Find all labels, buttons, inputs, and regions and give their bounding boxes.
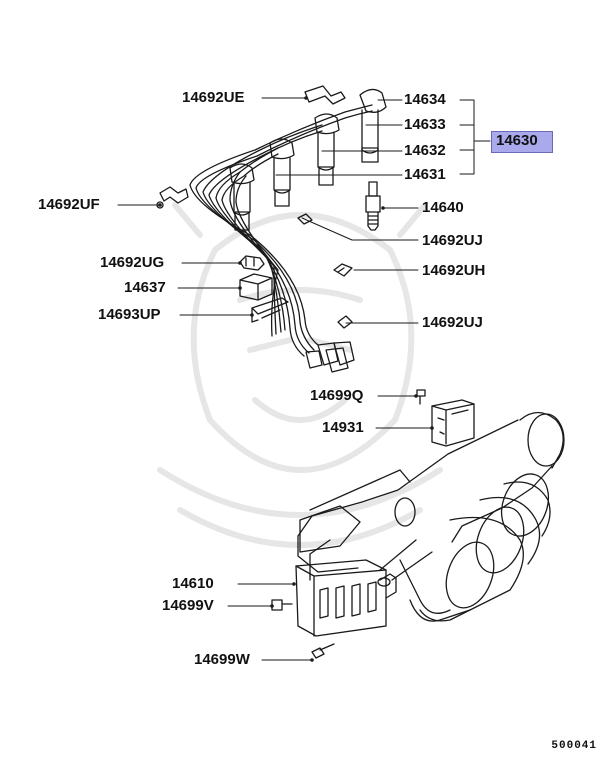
- clamp-14692ue: [304, 85, 346, 105]
- label-14931[interactable]: 14931: [322, 419, 364, 436]
- label-14699v[interactable]: 14699V: [162, 597, 214, 614]
- label-14634[interactable]: 14634: [404, 91, 446, 108]
- block-14637: [239, 273, 273, 301]
- holder-14692ug: [239, 255, 265, 271]
- label-14630[interactable]: 14630: [496, 132, 538, 149]
- leader-lines: [117, 97, 491, 661]
- label-14631[interactable]: 14631: [404, 166, 446, 183]
- bracket-14931: [431, 399, 475, 447]
- spark-plug-14640: [365, 181, 381, 231]
- clip-14692uj-lower: [337, 315, 353, 329]
- label-14692uj-upper[interactable]: 14692UJ: [422, 232, 483, 249]
- label-14632[interactable]: 14632: [404, 142, 446, 159]
- highlight-box-14630: [491, 131, 553, 153]
- label-14692uh[interactable]: 14692UH: [422, 262, 486, 279]
- label-14640[interactable]: 14640: [422, 199, 464, 216]
- bolt-14699q: [416, 389, 426, 405]
- diagram-code: 500041: [551, 740, 597, 752]
- label-14610[interactable]: 14610: [172, 575, 214, 592]
- label-14699q[interactable]: 14699Q: [310, 387, 364, 404]
- clip-14692uj-upper: [297, 213, 313, 225]
- label-14692ue[interactable]: 14692UE: [182, 89, 245, 106]
- label-14692uj-lower[interactable]: 14692UJ: [422, 314, 483, 331]
- plug-caps: [229, 88, 387, 231]
- label-14692ug[interactable]: 14692UG: [100, 254, 165, 271]
- intake-manifold: [297, 411, 565, 622]
- watermark-emblem: [157, 202, 443, 548]
- label-14692uf[interactable]: 14692UF: [38, 196, 100, 213]
- bolt-14699v: [271, 599, 293, 611]
- label-14637[interactable]: 14637: [124, 279, 166, 296]
- clamp-14692uf: [159, 186, 189, 204]
- bolt-14699w: [311, 643, 335, 659]
- ignition-coil-14610: [295, 559, 397, 637]
- wire-boots: [305, 341, 355, 373]
- label-14699w[interactable]: 14699W: [194, 651, 250, 668]
- label-14693up[interactable]: 14693UP: [98, 306, 161, 323]
- clip-14692uh: [333, 263, 353, 277]
- bracket-14693up: [251, 297, 289, 323]
- label-14633[interactable]: 14633: [404, 116, 446, 133]
- ignition-wires: [189, 104, 373, 357]
